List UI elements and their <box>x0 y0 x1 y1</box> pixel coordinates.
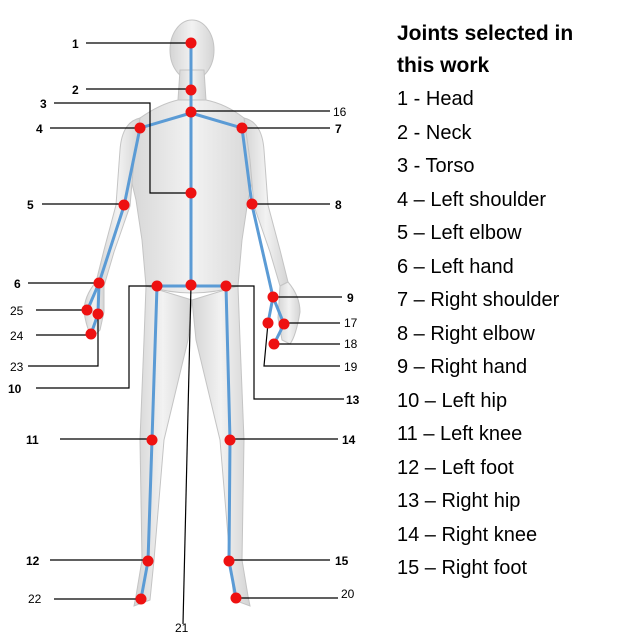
legend-item: 7 – Right shoulder <box>397 284 629 318</box>
label-24: 24 <box>10 329 24 343</box>
legend-item: 14 – Right knee <box>397 519 629 553</box>
label-9: 9 <box>347 291 354 305</box>
label-22: 22 <box>28 592 42 606</box>
label-2: 2 <box>72 83 79 97</box>
legend-item: 9 – Right hand <box>397 351 629 385</box>
label-13: 13 <box>346 393 360 407</box>
label-5: 5 <box>27 198 34 212</box>
legend-item: 1 - Head <box>397 83 629 117</box>
label-7: 7 <box>335 122 342 136</box>
legend-title-line-1: Joints selected in <box>397 18 629 50</box>
label-14: 14 <box>342 433 356 447</box>
joint-12-left-foot <box>143 556 154 567</box>
label-3: 3 <box>40 97 47 111</box>
label-19: 19 <box>344 360 358 374</box>
label-15: 15 <box>335 554 349 568</box>
label-16: 16 <box>333 105 347 119</box>
joint-13-right-hip <box>221 281 232 292</box>
legend-item: 3 - Torso <box>397 150 629 184</box>
joint-20 <box>231 593 242 604</box>
joint-22 <box>136 594 147 605</box>
joint-2-neck <box>186 85 197 96</box>
legend-title: Joints selected in this work <box>397 18 629 82</box>
label-20: 20 <box>341 587 355 601</box>
joint-legend: Joints selected in this work 1 - Head 2 … <box>397 18 629 586</box>
joint-8-right-elbow <box>247 199 258 210</box>
legend-title-line-2: this work <box>397 50 629 82</box>
label-17: 17 <box>344 316 358 330</box>
label-23: 23 <box>10 360 24 374</box>
joint-6-left-hand <box>94 278 105 289</box>
legend-item: 2 - Neck <box>397 117 629 151</box>
label-12: 12 <box>26 554 40 568</box>
legend-item: 12 – Left foot <box>397 452 629 486</box>
joint-1-head <box>186 38 197 49</box>
joint-10-left-hip <box>152 281 163 292</box>
label-4: 4 <box>36 122 43 136</box>
joint-7-right-shoulder <box>237 123 248 134</box>
joint-19 <box>263 318 274 329</box>
label-10: 10 <box>8 382 22 396</box>
joint-17 <box>279 319 290 330</box>
joint-9-right-hand <box>268 292 279 303</box>
joint-25 <box>82 305 93 316</box>
joint-14-right-knee <box>225 435 236 446</box>
joint-24 <box>86 329 97 340</box>
joint-5-left-elbow <box>119 200 130 211</box>
joint-3-torso <box>186 188 197 199</box>
legend-item: 15 – Right foot <box>397 552 629 586</box>
label-21: 21 <box>175 621 189 634</box>
label-11: 11 <box>26 433 39 447</box>
joint-21 <box>186 280 197 291</box>
joint-16 <box>186 107 197 118</box>
joint-15-right-foot <box>224 556 235 567</box>
skeleton-diagram: 1 2 3 4 5 6 7 8 9 10 11 12 13 14 15 16 1… <box>0 0 395 634</box>
legend-item: 4 – Left shoulder <box>397 184 629 218</box>
label-8: 8 <box>335 198 342 212</box>
legend-item: 13 – Right hip <box>397 485 629 519</box>
legend-item: 10 – Left hip <box>397 385 629 419</box>
joint-23 <box>93 309 104 320</box>
label-25: 25 <box>10 304 24 318</box>
label-1: 1 <box>72 37 79 51</box>
joint-18 <box>269 339 280 350</box>
legend-item: 6 – Left hand <box>397 251 629 285</box>
joint-4-left-shoulder <box>135 123 146 134</box>
legend-item: 5 – Left elbow <box>397 217 629 251</box>
legend-item: 8 – Right elbow <box>397 318 629 352</box>
label-6: 6 <box>14 277 21 291</box>
legend-item: 11 – Left knee <box>397 418 629 452</box>
label-18: 18 <box>344 337 358 351</box>
joint-11-left-knee <box>147 435 158 446</box>
